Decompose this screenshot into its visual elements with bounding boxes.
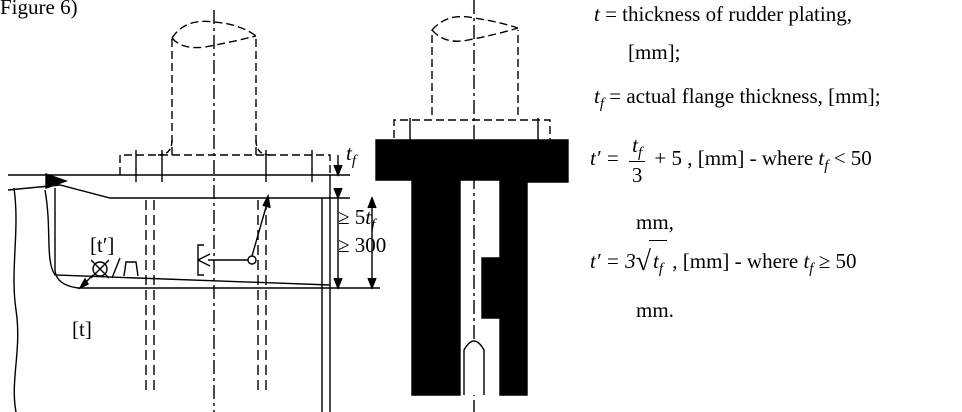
legend-equation-2-unit: mm. bbox=[636, 298, 674, 322]
right-section bbox=[375, 0, 569, 412]
coupling-body bbox=[375, 139, 569, 396]
t-label: [t] bbox=[72, 317, 92, 341]
tf-dim-label: tf bbox=[346, 141, 358, 169]
legend-t-unit: [mm]; bbox=[628, 40, 681, 64]
t-prime-label: [t′] bbox=[90, 233, 114, 257]
symbol-legend: t = thickness of rudder plating, [mm]; t… bbox=[560, 0, 960, 412]
left-detail bbox=[7, 10, 380, 412]
legend-tf-definition: tf = actual flange thickness, [mm]; bbox=[594, 84, 881, 112]
legend-t-definition: t = thickness of rudder plating, bbox=[594, 2, 852, 26]
legend-equation-2: t′ = 3√tf , [mm] - where tf ≥ 50 bbox=[590, 240, 857, 284]
flange-plate-outline bbox=[8, 174, 331, 412]
legend-equation-1: t′ = tf 3 + 5 , [mm] - where tf < 50 bbox=[590, 132, 872, 188]
caption-fragment: Figure 6) bbox=[0, 0, 78, 19]
height-label-1: ≥ 5tf bbox=[338, 205, 377, 233]
fraction: tf 3 bbox=[629, 132, 646, 188]
height-label-2: ≥ 300 bbox=[338, 233, 386, 257]
legend-equation-1-unit: mm, bbox=[636, 210, 674, 234]
